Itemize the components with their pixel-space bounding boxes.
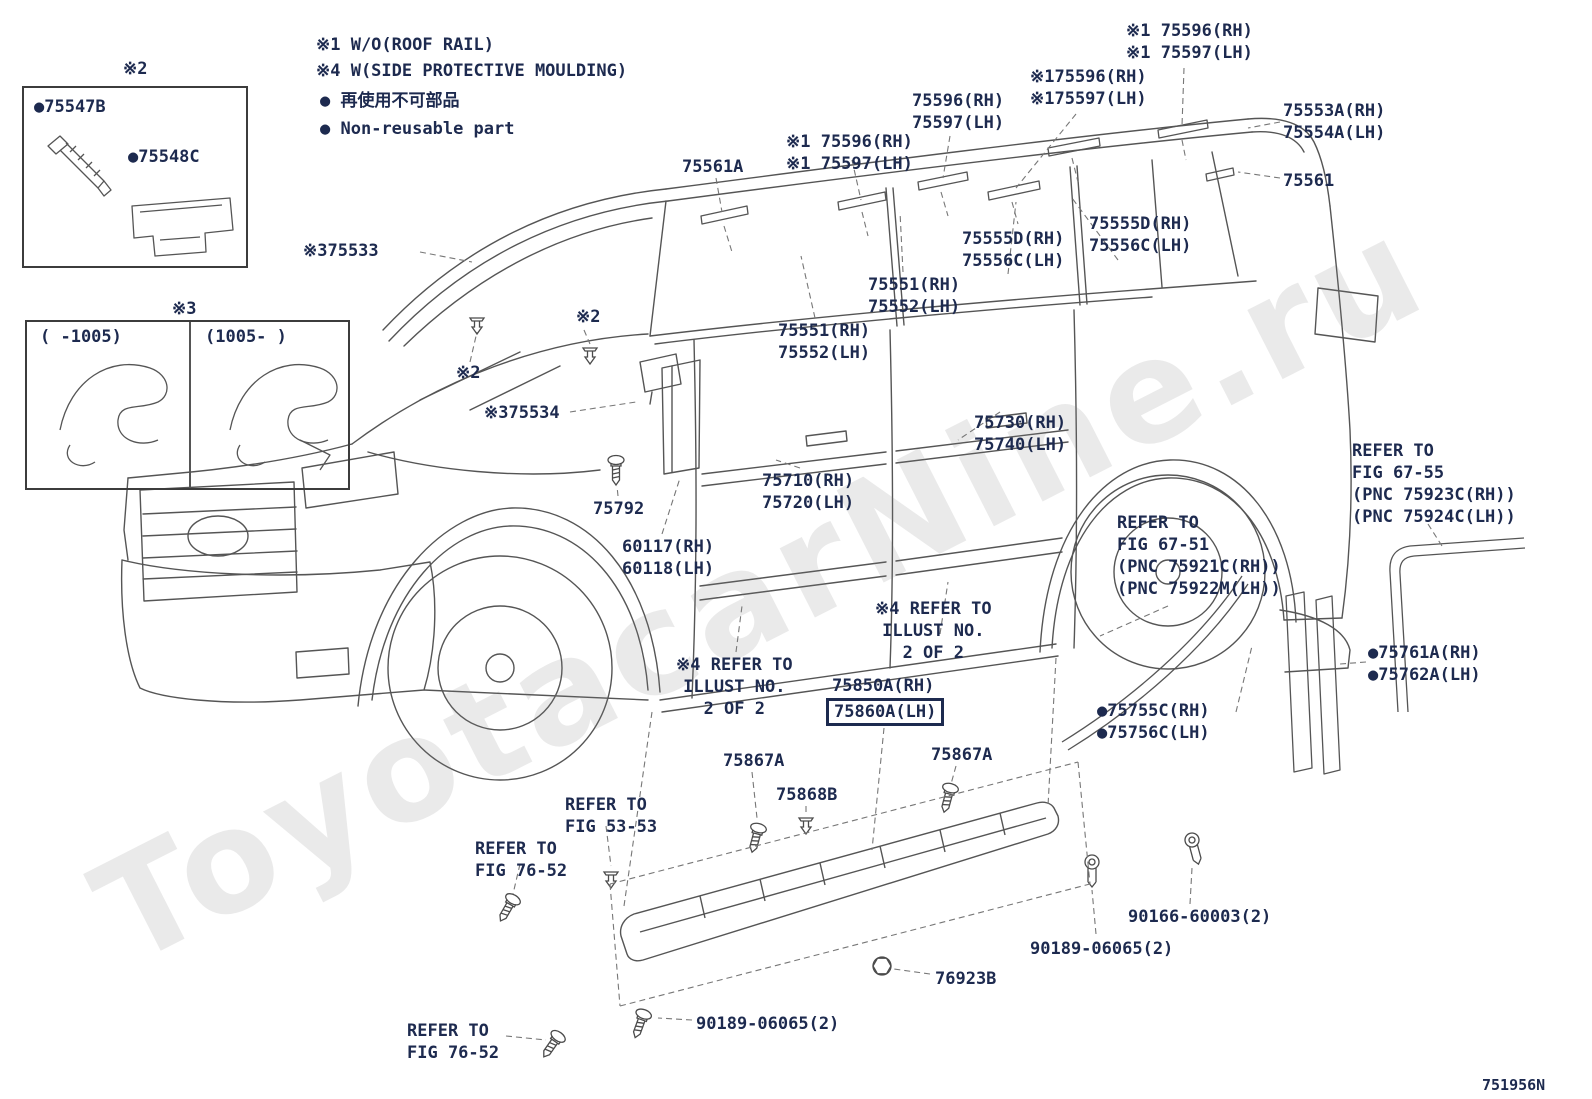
part-label-75533: ※375533 (303, 241, 379, 261)
leader-lines (419, 67, 1443, 1041)
roof-moulding-strips (700, 119, 1235, 225)
legend-nonreusable-jp-text: 再使用不可部品 (340, 91, 460, 111)
part-label-75860A-highlighted: 75860A(LH) (826, 698, 945, 727)
part-label-75553A: 75553A(RH) 75554A(LH) (1283, 101, 1386, 144)
tag-2-marker-b: ※2 (456, 363, 481, 383)
legend-note-side-moulding: ※4 W(SIDE PROTECTIVE MOULDING) (316, 61, 628, 81)
part-label-75555D-group1: 75555D(RH) 75556C(LH) (1089, 214, 1192, 257)
non-reusable-bullet-icon: ● (320, 91, 331, 111)
part-label-75730: 75730(RH) 75740(LH) (974, 413, 1067, 456)
part-label-75867A-left: 75867A (723, 751, 785, 771)
refer-illust-note-b: ※4 REFER TO ILLUST NO. 2 OF 2 (676, 655, 793, 720)
refer-fig-53-53-note: REFER TO FIG 53-53 (565, 795, 658, 838)
part-label-60117: 60117(RH) 60118(LH) (622, 537, 715, 580)
part-label-75551-group2: 75551(RH) 75552(LH) (778, 321, 871, 364)
refer-illust-note-a: ※4 REFER TO ILLUST NO. 2 OF 2 (875, 599, 992, 664)
door-frame-and-pillar-trims (1061, 537, 1526, 775)
part-label-75561: 75561 (1283, 171, 1335, 191)
legend-note-roof-rail: ※1 W/O(ROOF RAIL) (316, 35, 495, 55)
part-label-75868B: 75868B (776, 785, 838, 805)
visor-col-left-header: ( -1005) (40, 327, 122, 347)
part-label-90166: 90166-60003(2) (1128, 907, 1272, 927)
part-label-75761A: ●75761A(RH) ●75762A(LH) (1368, 643, 1481, 686)
refer-fig-76-52-note-a: REFER TO FIG 76-52 (475, 839, 568, 882)
inset-artwork (47, 135, 338, 490)
tag-2-marker-a: ※2 (576, 307, 601, 327)
part-label-75534: ※375534 (484, 403, 560, 423)
part-label-75547B: ●75547B (34, 97, 106, 117)
legend-nonreusable-jp: ● 再使用不可部品 (320, 90, 460, 112)
part-label-75596-group1: ※1 75596(RH) ※1 75597(LH) (786, 132, 913, 175)
part-label-75792: 75792 (593, 499, 645, 519)
part-label-75555D-group2: 75555D(RH) 75556C(LH) (962, 229, 1065, 272)
part-label-90189-b: 90189-06065(2) (696, 1014, 840, 1034)
part-label-75596-group4: ※1 75596(RH) ※1 75597(LH) (1126, 21, 1253, 64)
inset-clip-box (22, 86, 248, 268)
inset-visor-box-tag: ※3 (172, 299, 197, 319)
highlight-box: 75860A(LH) (826, 698, 945, 727)
vehicle-outline (120, 117, 1379, 781)
part-label-75548C: ●75548C (128, 147, 200, 167)
refer-fig-76-52-note-b: REFER TO FIG 76-52 (407, 1021, 500, 1064)
refer-fig-67-51-note: REFER TO FIG 67-51 (PNC 75921C(RH)) (PNC… (1117, 513, 1281, 600)
visor-col-right-header: (1005- ) (205, 327, 287, 347)
part-label-75561A: 75561A (682, 157, 744, 177)
part-label-75850A: 75850A(RH) (832, 676, 935, 696)
part-label-75596-group2: 75596(RH) 75597(LH) (912, 91, 1005, 134)
refer-fig-67-55-note: REFER TO FIG 67-55 (PNC 75923C(RH)) (PNC… (1352, 441, 1516, 528)
legend-nonreusable-en-text: Non-reusable part (340, 119, 515, 139)
inset-visor-box (25, 320, 350, 490)
part-label-75551-group1: 75551(RH) 75552(LH) (868, 275, 961, 318)
part-label-75596-group3: ※175596(RH) ※175597(LH) (1030, 67, 1147, 110)
non-reusable-bullet-icon: ● (320, 119, 331, 139)
part-label-75867A-right: 75867A (931, 745, 993, 765)
part-label-75755C: ●75755C(RH) ●75756C(LH) (1097, 701, 1210, 744)
legend-nonreusable-en: ● Non-reusable part (320, 118, 515, 140)
inset-clip-box-tag: ※2 (123, 59, 148, 79)
rocker-moulding (619, 801, 1060, 962)
drawing-number: 751956N (1482, 1076, 1546, 1094)
part-label-76923B: 76923B (935, 969, 997, 989)
part-label-90189-a: 90189-06065(2) (1030, 939, 1174, 959)
part-label-75710: 75710(RH) 75720(LH) (762, 471, 855, 514)
